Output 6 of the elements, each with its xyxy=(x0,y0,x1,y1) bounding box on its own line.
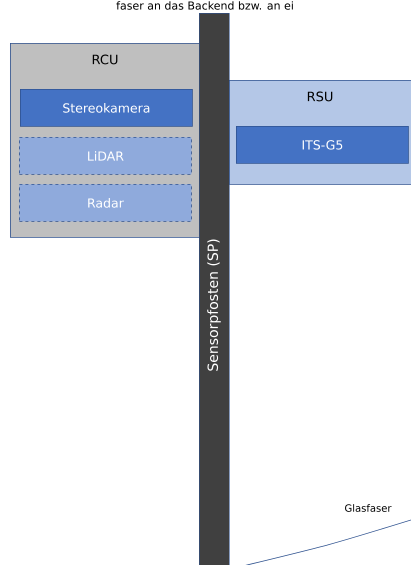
component-box: Radar xyxy=(19,184,192,222)
sensor-post: Sensorpfosten (SP) xyxy=(199,13,230,565)
component-box: LiDAR xyxy=(19,137,192,175)
component-box: ITS-G5 xyxy=(236,126,409,164)
fiber-label: Glasfaser xyxy=(345,504,392,512)
component-box: Stereokamera xyxy=(20,89,193,127)
